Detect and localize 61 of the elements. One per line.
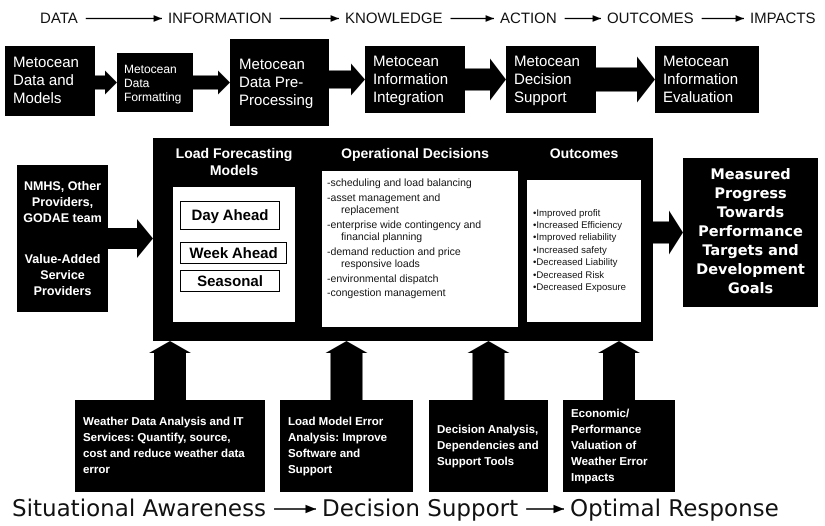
list-item: •Decreased Risk (533, 270, 606, 282)
process-box: Metocean Information Integration (365, 46, 465, 113)
flow-stage-label: OUTCOMES (607, 10, 694, 27)
process-box: Load Model Error Analysis: Improve Software and Support (280, 400, 413, 492)
list-item: -environmental dispatch (327, 272, 440, 285)
list-item: -demand reduction and price responsive loads (327, 246, 462, 270)
block-arrow (108, 219, 153, 258)
flow-stage-label: Optimal Response (570, 496, 779, 522)
arrow (702, 15, 744, 22)
forecast-box: Seasonal (180, 270, 280, 292)
block-arrow (326, 341, 368, 400)
arrow (564, 15, 601, 22)
container-box (153, 138, 653, 341)
forecast-box: Day Ahead (180, 201, 280, 230)
list-item: -enterprise wide contingency and financial planning (327, 218, 482, 244)
block-arrow (193, 70, 230, 94)
process-box (17, 165, 108, 312)
process-box: Metocean Decision Support (506, 46, 596, 113)
process-box: Economic/ Performance Valuation of Weather Error Impacts (563, 400, 675, 492)
list-item: •Improved reliability (533, 232, 618, 245)
block-arrow (149, 341, 191, 400)
flow-stage-label: KNOWLEDGE (345, 10, 443, 27)
arrow (526, 504, 564, 514)
arrow (274, 504, 316, 514)
flow-stage-label: Situational Awareness (12, 496, 266, 522)
panel-heading: Load Forecasting Models (174, 145, 294, 179)
block-arrow (468, 341, 510, 400)
block-arrow (596, 56, 655, 102)
panel-heading: Operational Decisions (340, 145, 490, 162)
list-item: -scheduling and load balancing (327, 177, 473, 190)
list-item: •Decreased Liability (533, 257, 618, 270)
flow-stage-label: INFORMATION (168, 10, 272, 27)
block-arrow (653, 210, 683, 254)
process-box: Weather Data Analysis and IT Services: Quantify, source, cost and reduce weather data error (75, 400, 265, 492)
list-item: -asset management and replacement (327, 192, 442, 216)
list-item: •Increased Efficiency (533, 220, 624, 232)
block-arrow (95, 70, 117, 94)
block-arrow (465, 58, 506, 100)
process-box: Metocean Data and Models (5, 46, 95, 116)
list-item: •Improved profit (533, 208, 602, 220)
flow-stage-label: DATA (40, 10, 78, 27)
forecast-box: Week Ahead (180, 242, 287, 264)
box-text: NMHS, Other Providers, GODAE team (22, 178, 103, 226)
flow-stage-label: IMPACTS (750, 10, 816, 27)
block-arrow (598, 341, 640, 400)
panel-heading: Outcomes (548, 145, 620, 162)
arrow (450, 15, 494, 22)
arrow (86, 15, 162, 22)
process-box: Measured Progress Towards Performance Targets and Development Goals (683, 158, 818, 307)
list-item: -congestion management (327, 287, 446, 300)
process-box: Decision Analysis, Dependencies and Support Tools (429, 400, 548, 492)
process-box: Metocean Information Evaluation (655, 46, 759, 113)
box-text: Value-Added Service Providers (24, 251, 102, 300)
process-box: Metocean Data Pre-Processing (230, 39, 329, 126)
arrow (280, 15, 339, 22)
list-item: •Increased safety (533, 244, 608, 258)
block-arrow (329, 64, 365, 96)
flow-stage-label: Decision Support (322, 496, 518, 522)
process-box: Metocean Data Formatting (117, 53, 193, 112)
list-item: •Decreased Exposure (533, 282, 627, 294)
flow-stage-label: ACTION (500, 10, 557, 27)
